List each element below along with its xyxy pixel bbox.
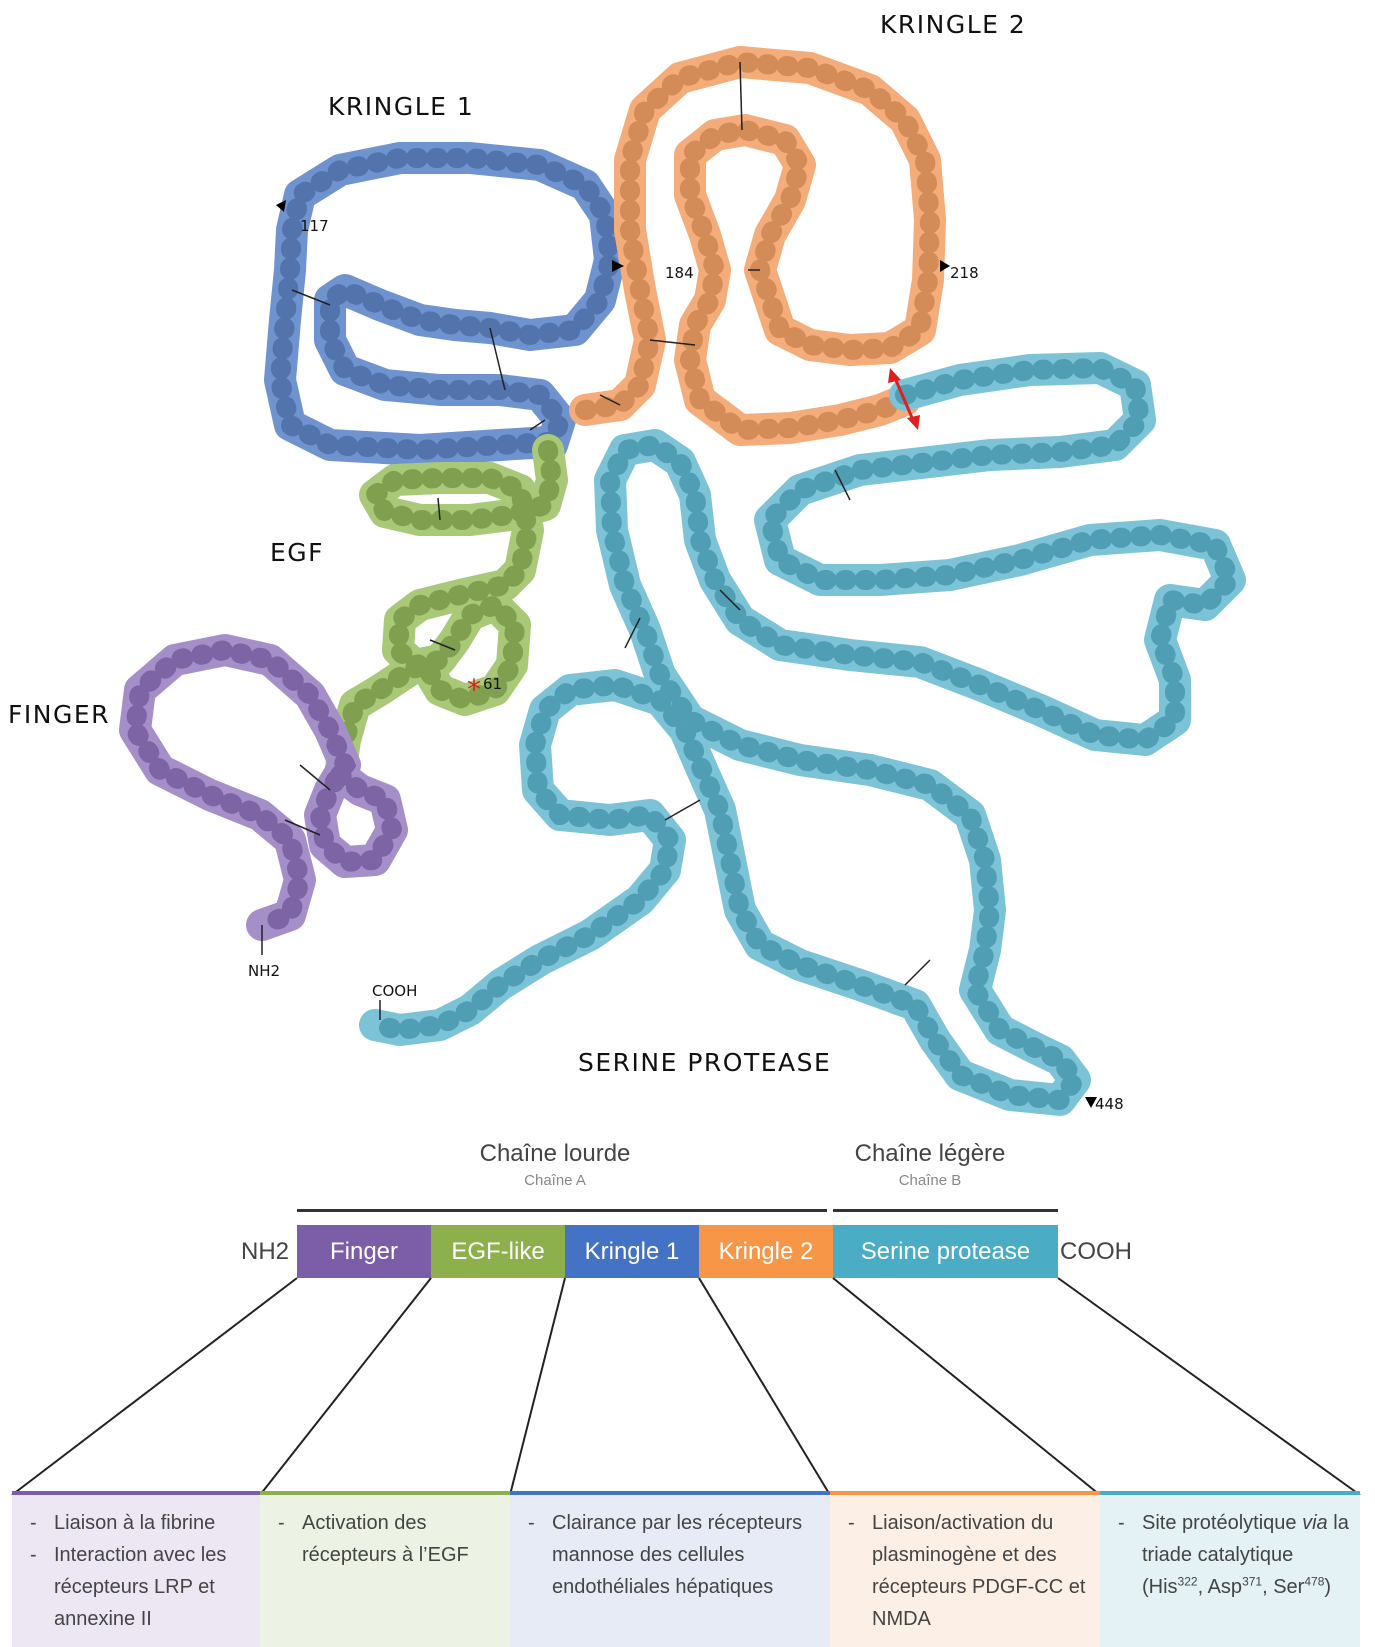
egf-label: EGF bbox=[270, 538, 325, 567]
marker-117-label: 117 bbox=[300, 217, 329, 235]
kringle2-label: KRINGLE 2 bbox=[880, 10, 1027, 39]
function-box-serine-protease: Site protéolytique via la triade catalyt… bbox=[1100, 1491, 1360, 1647]
function-item: Clairance par les récepteurs mannose des… bbox=[524, 1507, 820, 1603]
asterisk-icon: * bbox=[467, 673, 481, 706]
heavy-chain-line bbox=[297, 1209, 827, 1212]
disulfide-bridges bbox=[284, 61, 931, 986]
marker-218-label: 218 bbox=[950, 264, 979, 282]
bar-segment-kringle1: Kringle 1 bbox=[565, 1225, 699, 1278]
serine-protease-label: SERINE PROTEASE bbox=[578, 1048, 832, 1077]
heavy-chain-header: Chaîne lourde Chaîne A bbox=[420, 1140, 690, 1189]
heavy-chain-title: Chaîne lourde bbox=[479, 1140, 631, 1167]
bar-cooh-label: COOH bbox=[1060, 1238, 1132, 1265]
marker-184-label: 184 bbox=[665, 264, 694, 282]
function-box-kringle1: Clairance par les récepteurs mannose des… bbox=[510, 1491, 830, 1647]
function-item: Interaction avec les récepteurs LRP et a… bbox=[26, 1539, 250, 1635]
light-chain-line bbox=[833, 1209, 1058, 1212]
kringle1-label: KRINGLE 1 bbox=[328, 92, 475, 121]
connector-lines bbox=[11, 1277, 1361, 1496]
marker-448-arrow bbox=[1085, 1097, 1097, 1108]
function-box-finger: Liaison à la fibrine Interaction avec le… bbox=[12, 1491, 260, 1647]
function-box-kringle2: Liaison/activation du plasminogène et de… bbox=[830, 1491, 1100, 1647]
light-chain-title: Chaîne légère bbox=[854, 1140, 1006, 1167]
finger-label: FINGER bbox=[8, 700, 110, 729]
bar-segment-egf-like: EGF-like bbox=[431, 1225, 565, 1278]
function-item: Site protéolytique via la triade catalyt… bbox=[1114, 1507, 1350, 1603]
nh2-terminal-label: NH2 bbox=[248, 962, 281, 980]
cleavage-site-arrow bbox=[888, 368, 920, 430]
bar-segment-finger: Finger bbox=[297, 1225, 431, 1278]
bar-nh2-label: NH2 bbox=[241, 1238, 290, 1265]
marker-218-arrow bbox=[940, 260, 950, 272]
marker-117-arrow bbox=[276, 200, 286, 212]
marker-448-label: 448 bbox=[1095, 1095, 1124, 1113]
light-chain-subtitle: Chaîne B bbox=[898, 1172, 962, 1189]
marker-61-label: 61 bbox=[483, 675, 503, 693]
function-item: Liaison/activation du plasminogène et de… bbox=[844, 1507, 1090, 1635]
function-item: Activation des récepteurs à l’EGF bbox=[274, 1507, 500, 1571]
heavy-chain-subtitle: Chaîne A bbox=[524, 1172, 586, 1189]
bar-segment-kringle2: Kringle 2 bbox=[699, 1225, 833, 1278]
marker-184-arrow bbox=[612, 260, 624, 272]
function-item: Liaison à la fibrine bbox=[26, 1507, 250, 1539]
light-chain-header: Chaîne légère Chaîne B bbox=[800, 1140, 1060, 1189]
protein-structure-diagram: * bbox=[119, 46, 1246, 1116]
bar-segment-serine-protease: Serine protease bbox=[833, 1225, 1058, 1278]
cooh-terminal-label: COOH bbox=[372, 982, 418, 1000]
function-box-egf: Activation des récepteurs à l’EGF bbox=[260, 1491, 510, 1647]
